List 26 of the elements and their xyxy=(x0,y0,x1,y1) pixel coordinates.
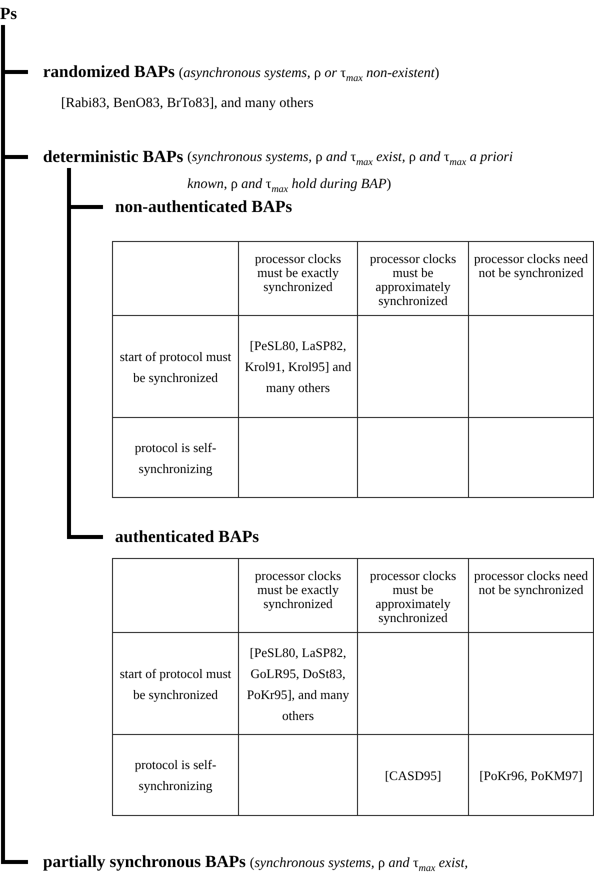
category-heading: randomized BAPs xyxy=(43,62,175,81)
row-header: protocol is self-synchronizing xyxy=(112,418,238,498)
column-header: processor clocks must be exactly synchronized xyxy=(238,558,358,632)
category-note: (asynchronous systems, ρ or τ$_{max}$ non-existent) xyxy=(178,66,440,81)
table-cell: [PeSL80, LaSP82, GoLR95, DoSt83, PoKr95], and many others xyxy=(238,632,358,734)
category-note: (synchronous systems, ρ and τ$_{max}$ exist, xyxy=(250,856,468,871)
column-header: processor clocks must be approximately synchronized xyxy=(358,558,468,632)
reference-list: [Rabi83, BenO83, BrTo83], and many others xyxy=(61,94,594,114)
column-header: processor clocks need not be synchronized xyxy=(468,242,594,316)
column-header: processor clocks must be exactly synchronized xyxy=(238,242,358,316)
row-header: start of protocol must be synchronized xyxy=(112,632,238,734)
table-cell: [PoKr96, PoKM97] xyxy=(468,734,594,816)
table-cell: [CASD95] xyxy=(358,734,468,816)
row-header: protocol is self-synchronizing xyxy=(112,734,238,816)
table-cell: [PeSL80, LaSP82, Krol91, Krol95] and many others xyxy=(238,316,358,418)
category-heading: partially synchronous BAPs xyxy=(43,852,246,871)
column-header: processor clocks must be approximately synchronized xyxy=(358,242,468,316)
column-header: processor clocks need not be synchronized xyxy=(468,558,594,632)
category-heading: authenticated BAPs xyxy=(115,527,260,546)
tree-root-label: Ps xyxy=(0,4,17,23)
category-note: (synchronous systems, ρ and τ$_{max}$ exist, ρ and τ$_{max}$ a priori known, ρ and τ$_{max}$ hold during BAP) xyxy=(187,149,514,197)
tree-connector xyxy=(67,168,103,539)
tree-connector xyxy=(1,25,28,864)
category-heading: deterministic BAPs xyxy=(43,147,184,166)
row-header: start of protocol must be synchronized xyxy=(112,316,238,418)
category-heading: non-authenticated BAPs xyxy=(115,197,292,216)
